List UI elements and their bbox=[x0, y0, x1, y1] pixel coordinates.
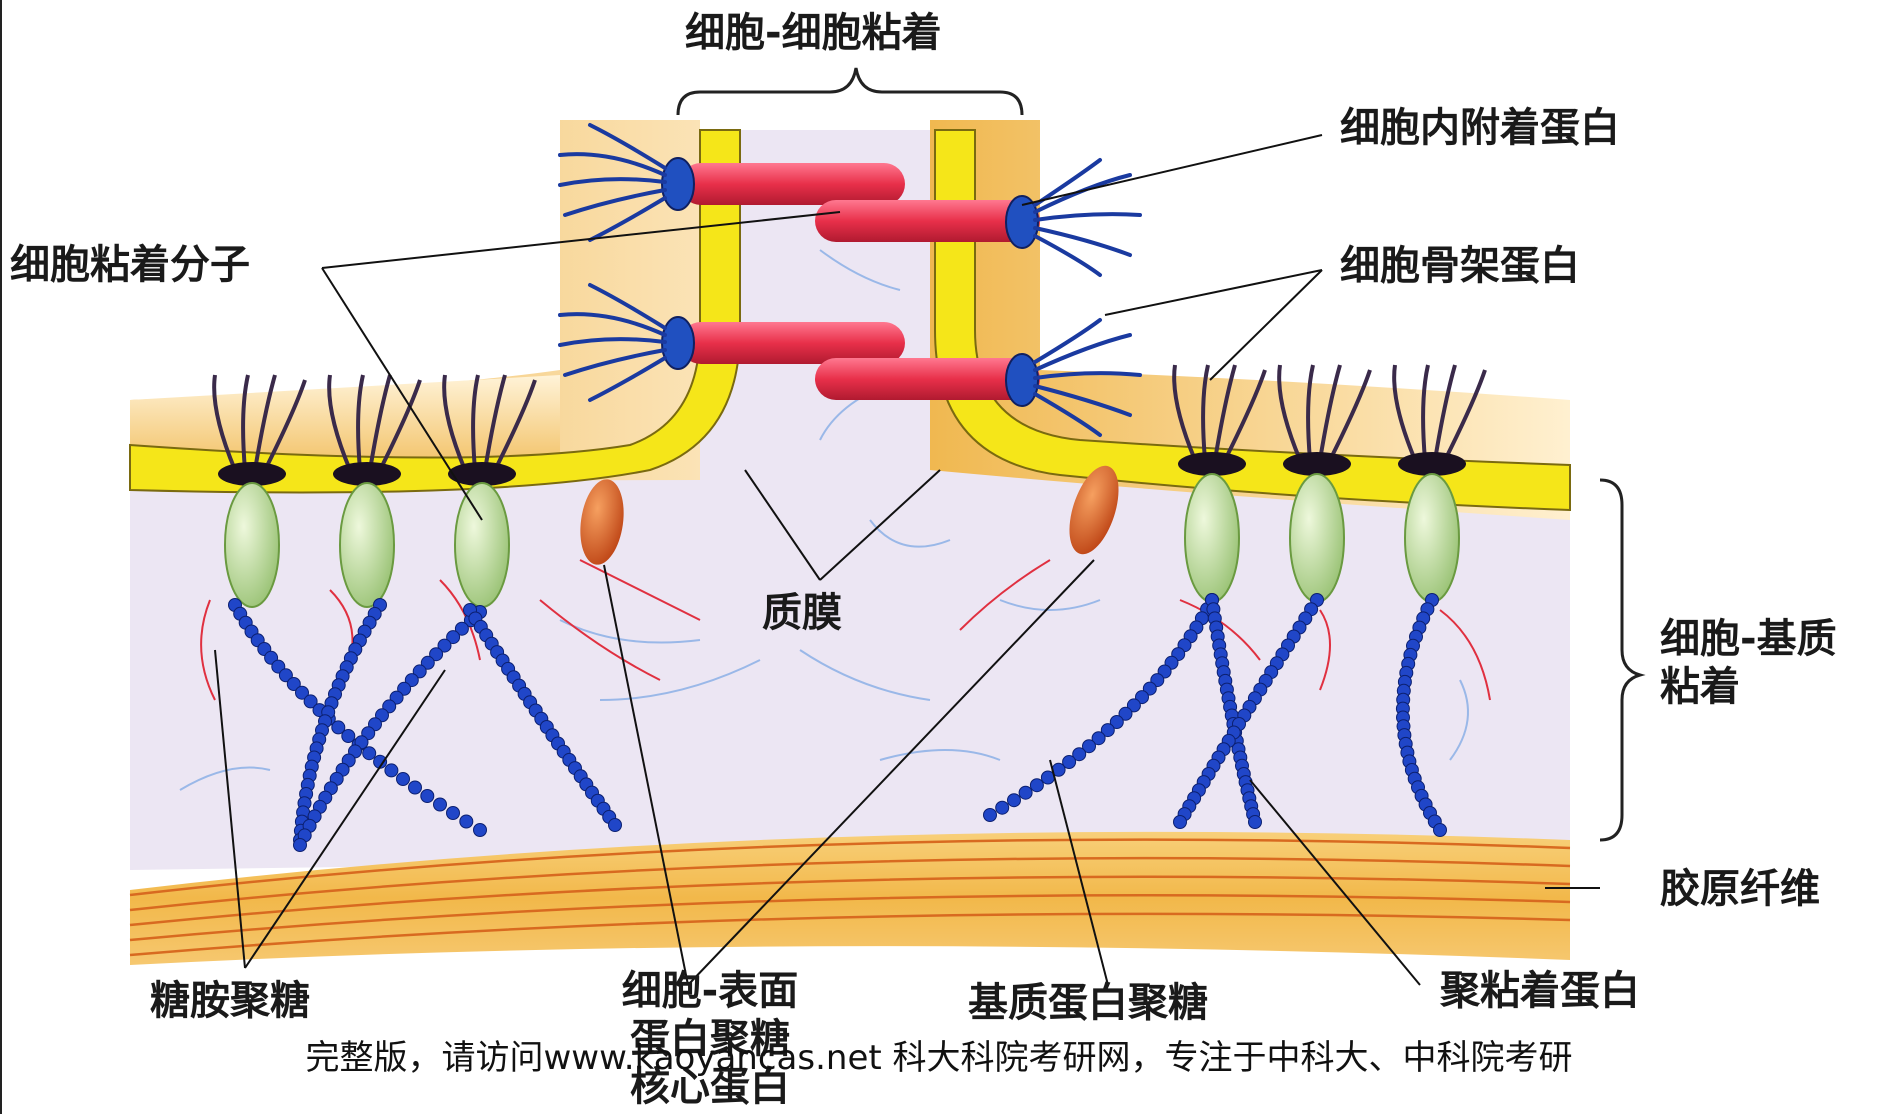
gag-bead bbox=[1174, 816, 1187, 829]
gag-bead bbox=[1008, 794, 1021, 807]
gag-bead bbox=[434, 798, 447, 811]
label-polyadhesive-protein: 聚粘着蛋白 bbox=[1440, 968, 1640, 1014]
gag-bead bbox=[1019, 786, 1032, 799]
cell-cell-adhesion-bracket bbox=[678, 68, 1022, 115]
gag-bead bbox=[1249, 816, 1262, 829]
gag-bead bbox=[984, 809, 997, 822]
label-cell-matrix-adhesion-line2: 粘着 bbox=[1660, 664, 1740, 710]
label-cytoskeleton-protein: 细胞骨架蛋白 bbox=[1340, 243, 1580, 289]
gag-bead bbox=[996, 801, 1009, 814]
gag-bead bbox=[460, 815, 473, 828]
gag-bead bbox=[447, 807, 460, 820]
cell-matrix-adhesion-bracket bbox=[1600, 480, 1640, 840]
gag-bead bbox=[294, 839, 307, 852]
label-collagen-fiber: 胶原纤维 bbox=[1660, 866, 1820, 912]
label-plasma-membrane: 质膜 bbox=[762, 590, 842, 636]
label-cell-matrix-adhesion-line1: 细胞-基质 bbox=[1660, 616, 1837, 662]
gag-bead bbox=[1030, 779, 1043, 792]
gag-bead bbox=[421, 790, 434, 803]
gag-bead bbox=[397, 773, 410, 786]
label-cell-surface-proteoglycan-line1: 细胞-表面 bbox=[600, 968, 820, 1014]
gag-bead bbox=[609, 819, 622, 832]
watermark-text: 完整版，请访问www.kaoyancas.net 科大科院考研网，专注于中科大、… bbox=[0, 1030, 1878, 1079]
label-cell-adhesion-molecule: 细胞粘着分子 bbox=[10, 242, 250, 288]
label-cell-cell-adhesion: 细胞-细胞粘着 bbox=[685, 10, 942, 56]
gag-bead bbox=[342, 730, 355, 743]
label-intracellular-attachment-protein: 细胞内附着蛋白 bbox=[1340, 105, 1620, 151]
label-matrix-proteoglycan: 基质蛋白聚糖 bbox=[968, 980, 1208, 1026]
gag-bead bbox=[474, 824, 487, 837]
gag-bead bbox=[363, 747, 376, 760]
label-glycosaminoglycan: 糖胺聚糖 bbox=[150, 978, 310, 1024]
gag-bead bbox=[385, 764, 398, 777]
gag-bead bbox=[409, 781, 422, 794]
gag-bead bbox=[1434, 824, 1447, 837]
